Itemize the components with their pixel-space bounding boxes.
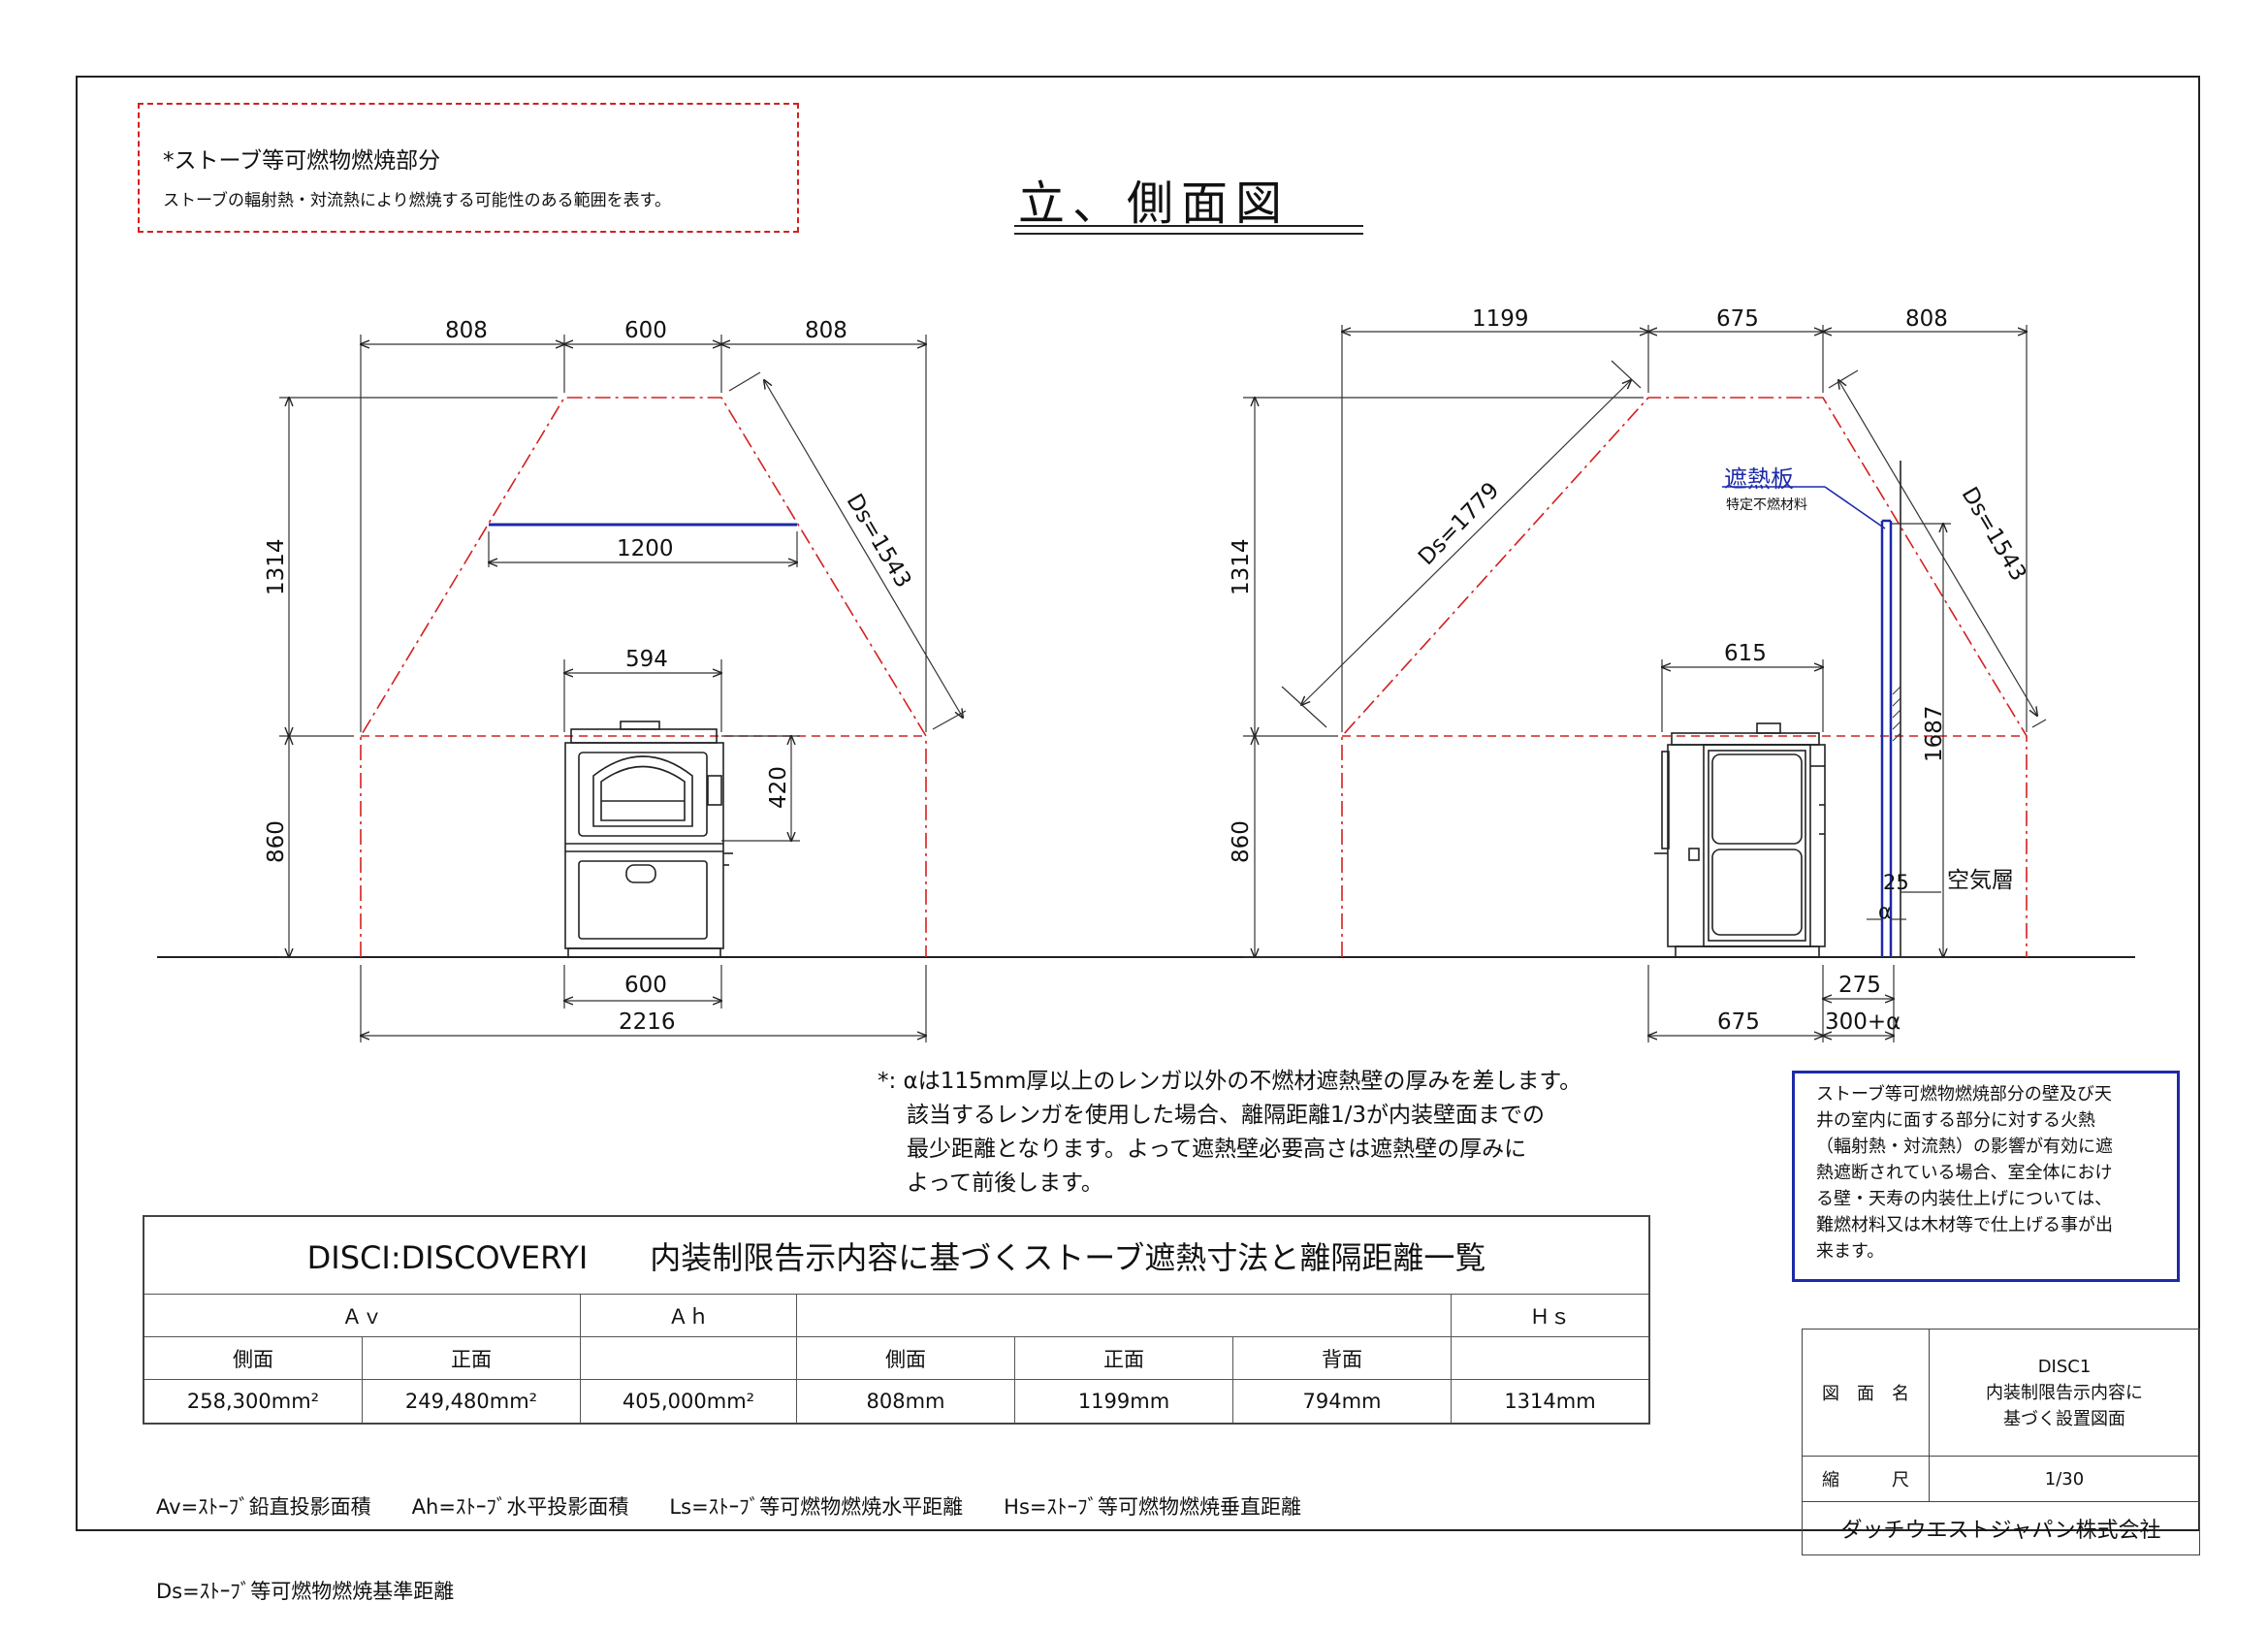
shield-board-sub: 特定不燃材料	[1726, 497, 1807, 513]
table-value-2: 249,480mm²	[362, 1379, 581, 1425]
interior-finish-note: ストーブ等可燃物燃焼部分の壁及び天 井の室内に面する部分に対する火熱 （輻射熱・…	[1792, 1071, 2180, 1282]
drawing-title: 立、側面図	[1018, 176, 1291, 231]
legend-line-2: Ds=ｽﾄｰﾌﾞ等可燃物燃焼基準距離	[156, 1580, 455, 1603]
front-combustion-zone	[360, 397, 927, 957]
alpha-note-line-2: 該当するレンガを使用した場合、離隔距離1/3が内装壁面までの	[907, 1103, 1546, 1128]
side-dim-bottom-right-upper: 275	[1838, 973, 1881, 998]
blue-note-line-6: 難燃材料又は木材等で仕上げる事が出	[1816, 1215, 2113, 1235]
table-group-av: Ａｖ	[143, 1294, 581, 1337]
title-underline	[1014, 225, 1363, 227]
table-sub-4: 側面	[796, 1336, 1015, 1380]
company-name: ダッチウエストジャパン株式会社	[1802, 1501, 2200, 1555]
legend-line-1: Av=ｽﾄｰﾌﾞ鉛直投影面積 Ah=ｽﾄｰﾌﾞ水平投影面積 Ls=ｽﾄｰﾌﾞ等可…	[156, 1495, 1301, 1519]
table-title: DISCⅠ:DISCOVERYⅠ 内装制限告示内容に基づくストーブ遮熱寸法と離隔…	[143, 1215, 1650, 1295]
front-dim-door: 420	[766, 766, 791, 809]
front-dim-top-right: 808	[805, 318, 847, 343]
blue-note-line-5: る壁・天寿の内装仕上げについては、	[1816, 1189, 2113, 1209]
side-shield-board	[1722, 461, 1941, 957]
front-dim-stove-bottom: 600	[624, 973, 667, 998]
scale-label: 縮 尺	[1802, 1456, 1930, 1502]
front-stove	[564, 721, 733, 958]
front-dim-top-left: 808	[445, 318, 488, 343]
table-sub-6: 背面	[1232, 1336, 1452, 1380]
side-combustion-zone	[1341, 397, 2028, 957]
side-dim-top-right: 808	[1905, 306, 1948, 332]
shield-board-title: 遮熱板	[1724, 465, 1794, 493]
blue-note-line-7: 来ます。	[1816, 1241, 1885, 1262]
table-value-7: 1314mm	[1451, 1379, 1650, 1425]
side-air-layer: 空気層	[1947, 868, 2014, 893]
table-sub-7	[1451, 1336, 1650, 1380]
side-dim-bottom-right-lower: 300+α	[1825, 1009, 1901, 1035]
title-underline-2	[1014, 233, 1363, 235]
front-view	[279, 335, 967, 1042]
side-dim-bottom-left: 675	[1717, 1009, 1760, 1035]
table-value-4: 808mm	[796, 1379, 1015, 1425]
front-dim-top-mid: 600	[624, 318, 667, 343]
blue-note-line-2: 井の室内に面する部分に対する火熱	[1816, 1110, 2095, 1131]
side-stove	[1654, 722, 1826, 958]
side-view	[1243, 325, 2047, 1042]
drawing-frame	[76, 76, 2200, 1531]
side-dim-wall-height: 1687	[1922, 705, 1947, 762]
front-dim-shield: 1200	[617, 536, 674, 561]
drawing-name-value: DISC1 内装制限告示内容に 基づく設置図面	[1929, 1329, 2200, 1457]
blue-note-line-4: 熱遮断されている場合、室全体におけ	[1816, 1163, 2113, 1183]
front-dim-height-upper: 1314	[264, 538, 289, 595]
note-title: *ストーブ等可燃物燃焼部分	[163, 148, 441, 174]
alpha-note-line-1: *: αは115mm厚以上のレンガ以外の不燃材遮熱壁の厚みを差します。	[878, 1069, 1582, 1094]
side-dim-height-lower: 860	[1229, 820, 1254, 863]
table-sub-5: 正面	[1014, 1336, 1233, 1380]
side-dim-height-upper: 1314	[1229, 538, 1254, 595]
clearance-table: DISCⅠ:DISCOVERYⅠ 内装制限告示内容に基づくストーブ遮熱寸法と離隔…	[143, 1215, 1650, 1425]
drawing-name-3: 基づく設置図面	[2003, 1408, 2125, 1429]
side-dim-stove-top: 615	[1724, 641, 1767, 666]
table-sub-3	[580, 1336, 797, 1380]
combustion-note-box: *ストーブ等可燃物燃焼部分 ストーブの輻射熱・対流熱により燃焼する可能性のある範…	[138, 103, 799, 233]
side-dim-gap: 25	[1883, 871, 1909, 894]
table-sub-2: 正面	[362, 1336, 581, 1380]
title-block: 図 面 名 DISC1 内装制限告示内容に 基づく設置図面 縮 尺 1/30 ダ…	[1802, 1329, 2200, 1555]
alpha-note-line-4: よって前後します。	[907, 1170, 1103, 1196]
drawing-name-1: DISC1	[2037, 1356, 2092, 1377]
alpha-note-line-3: 最少距離となります。よって遮熱壁必要高さは遮熱壁の厚みに	[907, 1137, 1527, 1162]
table-value-6: 794mm	[1232, 1379, 1452, 1425]
note-text: ストーブの輻射熱・対流熱により燃焼する可能性のある範囲を表す。	[163, 191, 671, 210]
table-group-hs: Ｈｓ	[1451, 1294, 1650, 1337]
alpha-note: *: αは115mm厚以上のレンガ以外の不燃材遮熱壁の厚みを差します。 該当する…	[878, 1065, 1581, 1201]
table-value-3: 405,000mm²	[580, 1379, 797, 1425]
drawing-name-2: 内装制限告示内容に	[1986, 1382, 2143, 1403]
abbreviation-legend: Av=ｽﾄｰﾌﾞ鉛直投影面積 Ah=ｽﾄｰﾌﾞ水平投影面積 Ls=ｽﾄｰﾌﾞ等可…	[156, 1437, 1301, 1634]
table-group-ah: Ａｈ	[580, 1294, 797, 1337]
front-dim-stove-top: 594	[625, 647, 668, 672]
drawing-name-label: 図 面 名	[1802, 1329, 1930, 1457]
table-value-1: 258,300mm²	[143, 1379, 363, 1425]
front-dim-total: 2216	[619, 1009, 676, 1035]
table-sub-1: 側面	[143, 1336, 363, 1380]
front-dim-height-lower: 860	[264, 820, 289, 863]
table-group-ls	[796, 1294, 1452, 1337]
table-value-5: 1199mm	[1014, 1379, 1233, 1425]
blue-note-line-1: ストーブ等可燃物燃焼部分の壁及び天	[1816, 1084, 2112, 1105]
side-dim-top-left: 1199	[1472, 306, 1529, 332]
side-alpha-symbol: α	[1878, 900, 1892, 923]
blue-note-line-3: （輻射熱・対流熱）の影響が有効に遮	[1816, 1137, 2113, 1157]
scale-value: 1/30	[1929, 1456, 2200, 1502]
side-dim-top-mid: 675	[1716, 306, 1759, 332]
